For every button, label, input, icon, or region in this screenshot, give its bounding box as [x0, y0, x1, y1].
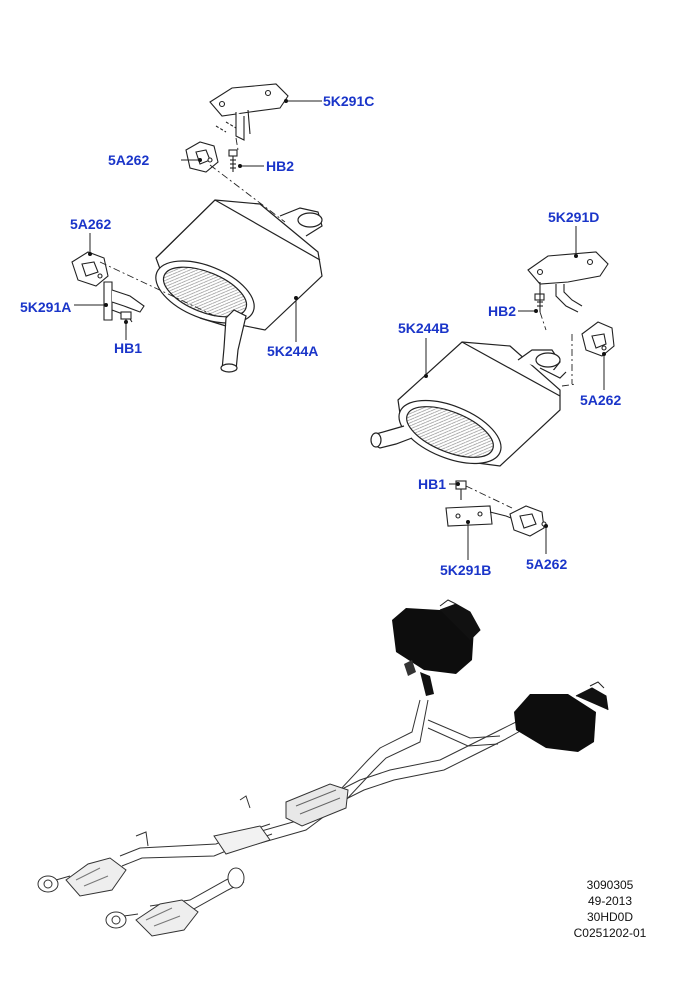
callout-hb2-right: HB2 — [488, 303, 517, 319]
complete-exhaust-system-drawing — [37, 699, 523, 937]
leader-dots — [88, 99, 606, 528]
bracket-5k291c-drawing — [209, 83, 289, 141]
callout-5k291a: 5K291A — [20, 299, 72, 315]
leader-lines — [74, 100, 605, 560]
rear-mufflers-silhouette — [392, 599, 609, 752]
callout-5a262-left: 5A262 — [70, 216, 112, 232]
bracket-5k291b-drawing — [445, 505, 517, 527]
reference-line-4: C0251202-01 — [573, 926, 647, 940]
callout-hb1-right: HB1 — [418, 476, 447, 492]
insulator-5a262-left-drawing — [71, 251, 109, 287]
callout-5k291c: 5K291C — [323, 93, 375, 109]
callout-5k244b: 5K244B — [398, 320, 450, 336]
callout-5a262-right: 5A262 — [580, 392, 622, 408]
callout-5a262-bottom: 5A262 — [526, 556, 568, 572]
bolt-hb1-right-drawing — [455, 480, 467, 500]
diagram-reference-block: 3090305 49-2013 30HD0D C0251202-01 — [560, 877, 660, 941]
reference-line-3: 30HD0D — [586, 910, 634, 924]
muffler-5k244a-drawing — [155, 199, 323, 373]
callout-hb2-top: HB2 — [266, 158, 295, 174]
bolt-hb2-right-drawing — [534, 282, 545, 312]
reference-line-1: 3090305 — [586, 878, 634, 892]
callout-5k244a: 5K244A — [267, 343, 319, 359]
callout-hb1-left: HB1 — [114, 340, 143, 356]
alignment-lines-top-left — [99, 137, 286, 317]
insulator-5a262-bottom-drawing — [509, 505, 547, 537]
alignment-lines-right — [465, 311, 577, 509]
reference-line-2: 49-2013 — [587, 894, 633, 908]
insulator-5a262-right-drawing — [581, 321, 615, 357]
bolt-hb2-top-drawing — [228, 149, 238, 172]
callout-5k291d: 5K291D — [548, 209, 600, 225]
muffler-5k244b-drawing — [370, 341, 567, 467]
bracket-5k291d-drawing — [527, 251, 609, 313]
callout-5a262-top: 5A262 — [108, 152, 150, 168]
callout-5k291b: 5K291B — [440, 562, 492, 578]
